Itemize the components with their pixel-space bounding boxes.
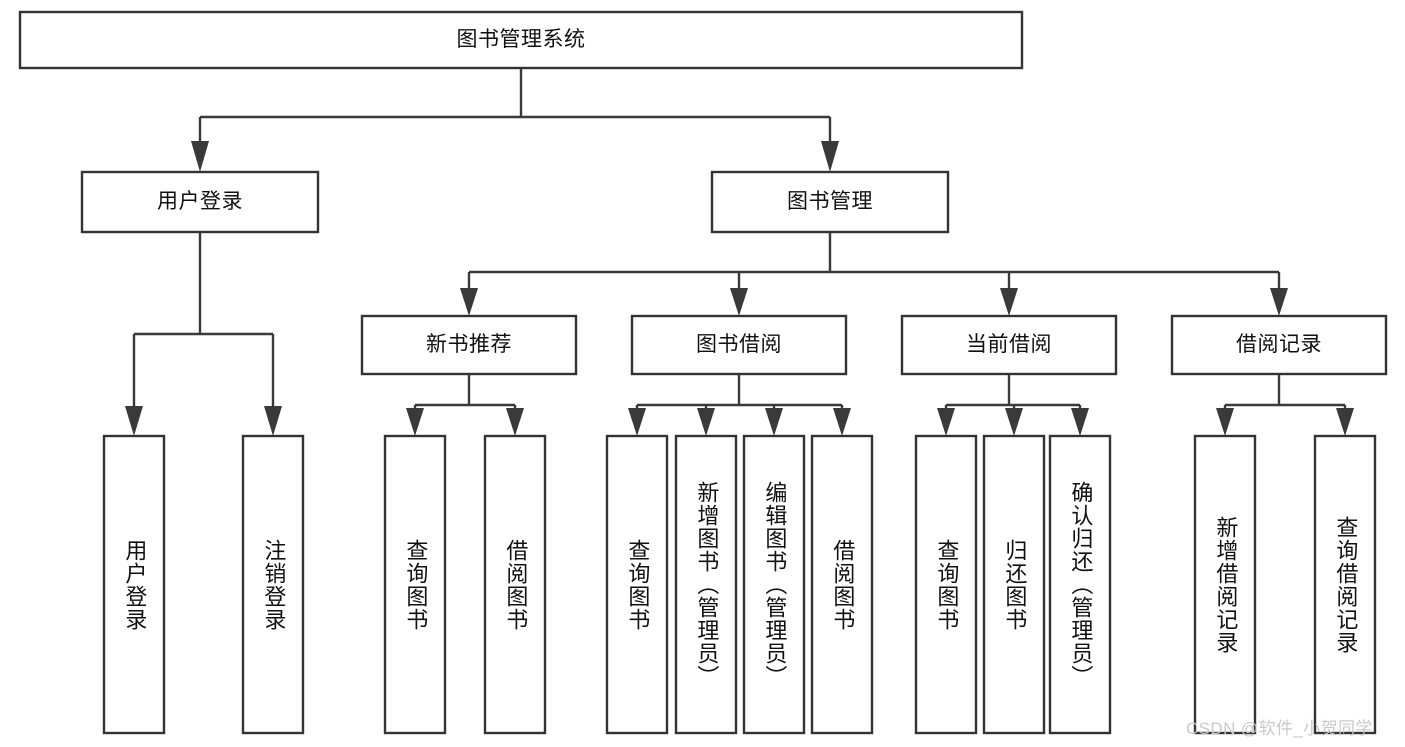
connector-user-login-to-leaves [125,232,282,436]
arrow-head-leaf-add-book [697,408,715,436]
node-box-leaf-user-login[interactable] [102,434,166,735]
node-box-user-login[interactable] [80,170,320,234]
arrow-head-book-manage [821,141,839,172]
arrow-head-leaf-query-book-2 [628,408,646,436]
connector-current-borrow-to-leaves [937,374,1089,436]
node-box-leaf-return-book[interactable] [982,434,1046,735]
arrow-head-leaf-query-borrow-record [1336,408,1354,436]
arrow-head-user-login [191,141,209,172]
arrow-head-leaf-confirm-return [1071,408,1089,436]
arrow-head-leaf-edit-book [765,408,783,436]
node-box-leaf-borrow-book-1[interactable] [483,434,547,735]
arrow-head-book-borrow [730,288,748,316]
arrow-head-leaf-borrow-book-2 [833,408,851,436]
node-box-root[interactable] [18,10,1024,70]
node-box-leaf-user-logout[interactable] [241,434,305,735]
connector-book-borrow-to-leaves [628,374,851,436]
csdn-watermark: CSDN @软件_小贺同学 [1186,719,1373,738]
node-box-current-borrow[interactable] [900,314,1118,376]
node-box-leaf-add-book[interactable] [674,434,738,735]
node-box-leaf-query-book-2[interactable] [605,434,669,735]
arrow-head-leaf-add-borrow-record [1216,408,1234,436]
arrow-head-leaf-user-login [125,406,143,436]
node-box-borrow-record[interactable] [1170,314,1388,376]
connector-new-book-recommend-to-leaves [406,374,524,436]
node-box-book-manage[interactable] [710,170,950,234]
node-box-new-book-recommend[interactable] [360,314,578,376]
arrow-head-current-borrow [1000,288,1018,316]
node-box-leaf-query-book-3[interactable] [914,434,978,735]
node-box-leaf-add-borrow-record[interactable] [1193,434,1257,735]
node-box-leaf-edit-book[interactable] [742,434,806,735]
node-box-book-borrow[interactable] [630,314,848,376]
connector-book-manage-to-level3 [460,232,1288,316]
node-box-leaf-query-book-1[interactable] [383,434,447,735]
arrow-head-leaf-user-logout [264,406,282,436]
arrow-head-borrow-record [1270,288,1288,316]
arrow-head-leaf-borrow-book-1 [506,408,524,436]
connector-borrow-record-to-leaves [1216,374,1354,436]
arrow-head-leaf-query-book-1 [406,408,424,436]
arrow-head-new-book-recommend [460,288,478,316]
node-box-leaf-query-borrow-record[interactable] [1313,434,1377,735]
node-box-leaf-confirm-return[interactable] [1048,434,1112,735]
node-box-leaf-borrow-book-2[interactable] [810,434,874,735]
arrow-head-leaf-query-book-3 [937,408,955,436]
arrow-head-leaf-return-book [1005,408,1023,436]
connector-root-to-level2 [191,68,839,172]
